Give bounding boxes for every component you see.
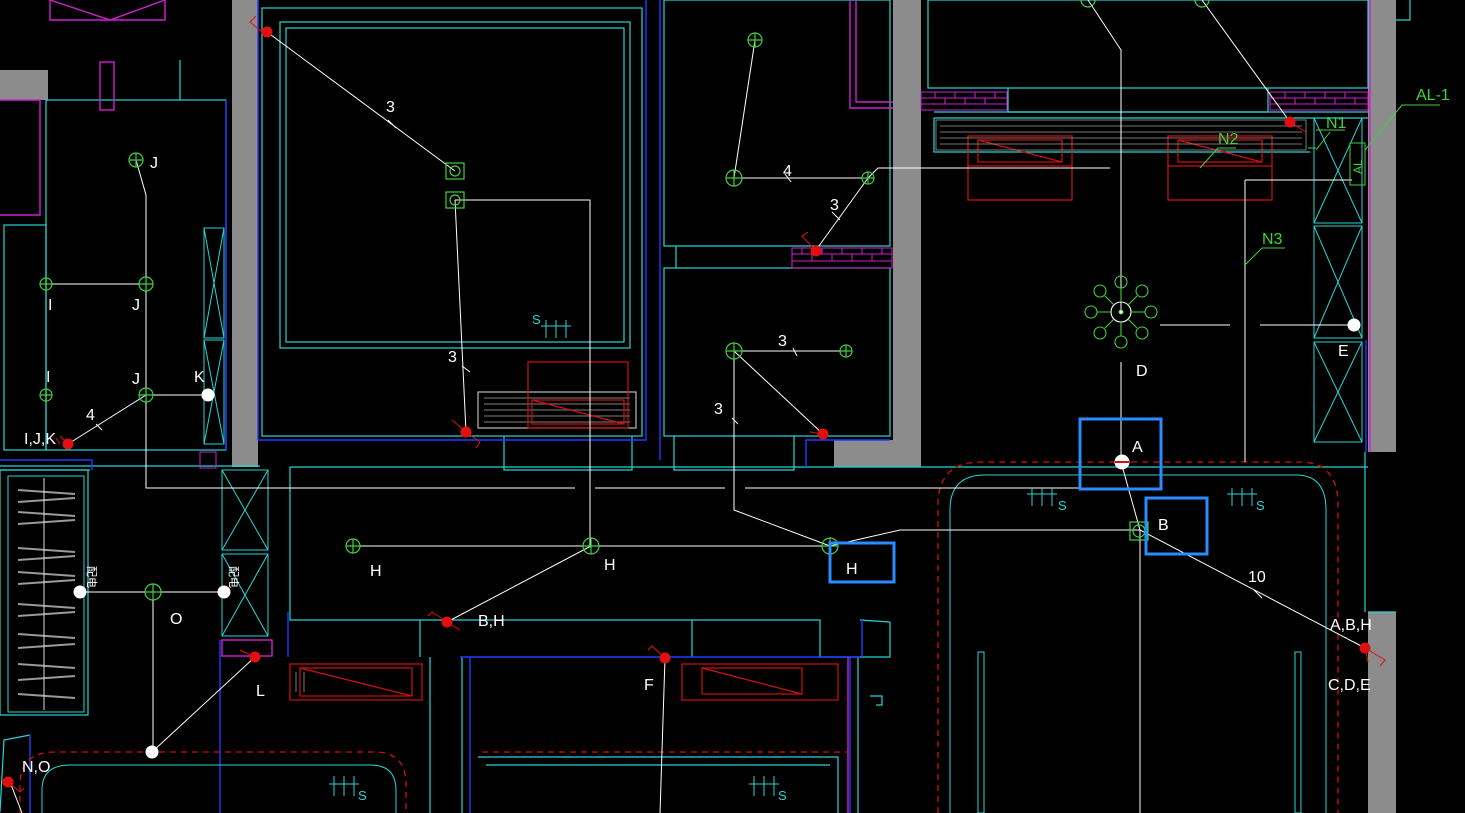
label-count-3-lower: 3	[778, 333, 787, 350]
label-tag-ijk: I,J,K	[24, 431, 56, 448]
parking-inner	[41, 474, 1327, 813]
label-circuit-i-2: I	[46, 369, 50, 386]
parking-outlines	[19, 461, 1339, 813]
sprinkler-symbols	[329, 320, 1257, 796]
label-sprinkler-4: S	[358, 788, 367, 803]
wall-outlines	[0, 0, 1411, 813]
label-count-3-right: 3	[830, 197, 839, 214]
light-fixture	[839, 344, 853, 358]
switch	[809, 428, 829, 440]
light-fixture	[1080, 0, 1096, 8]
light-fixtures	[39, 0, 1210, 601]
label-tag-cde: C,D,E	[1328, 677, 1371, 694]
switches	[2, 15, 1386, 793]
label-tag-n1: N1	[1326, 115, 1347, 132]
label-circuit-h-box: H	[846, 561, 858, 578]
panel-leaders	[1199, 104, 1440, 266]
label-circuit-l: L	[256, 683, 265, 700]
switch	[801, 231, 822, 257]
light-fixture	[144, 583, 162, 601]
ac-units	[289, 135, 1273, 701]
light-fixture	[138, 276, 154, 292]
light-fixture	[138, 387, 154, 403]
label-cn-left: 配电	[85, 566, 98, 588]
label-tag-n2: N2	[1218, 131, 1239, 148]
switch	[451, 419, 481, 449]
label-count-4-right: 4	[783, 163, 792, 180]
switch	[427, 611, 461, 631]
label-circuit-f: F	[644, 677, 654, 694]
label-sprinkler-1: S	[532, 312, 541, 327]
label-circuit-o: O	[170, 611, 182, 628]
light-fixture	[747, 32, 763, 48]
label-circuit-h-1: H	[370, 563, 382, 580]
label-cn-right: 配电	[227, 566, 240, 588]
label-sprinkler-2: S	[1058, 498, 1067, 513]
wire-tick-marks	[95, 119, 1263, 599]
light-fixture	[128, 152, 144, 168]
label-circuit-j-mid: J	[132, 297, 140, 314]
highlight-box-a[interactable]	[1078, 417, 1163, 491]
switch	[1359, 642, 1386, 667]
label-sprinkler-3: S	[1256, 498, 1265, 513]
switch	[249, 15, 273, 38]
label-panel-al: AL	[1351, 159, 1365, 174]
label-count-3-top: 3	[386, 99, 395, 116]
plan-labels: J I J I J K 4 I,J,K 3 3 4 3 3 3 H H H O …	[22, 87, 1450, 803]
label-count-4-left: 4	[86, 407, 95, 424]
light-fixture	[725, 169, 743, 187]
junction-boxes	[73, 318, 1361, 759]
light-fixture	[861, 171, 875, 185]
light-fixture	[582, 537, 600, 555]
highlight-box-h[interactable]	[828, 541, 896, 584]
light-fixture	[445, 162, 465, 180]
stair-steps	[7, 475, 85, 713]
label-sprinkler-5: S	[778, 788, 787, 803]
label-circuit-k: K	[194, 369, 205, 386]
switch	[647, 645, 671, 664]
highlight-box-b[interactable]	[1144, 496, 1209, 556]
switch	[2, 776, 25, 793]
label-tag-bh: B,H	[478, 613, 505, 630]
label-circuit-e: E	[1338, 343, 1349, 360]
highlight-boxes[interactable]	[828, 417, 1209, 584]
chandelier-fixture	[1084, 275, 1158, 349]
structural-walls	[0, 0, 1396, 813]
switch	[55, 435, 74, 450]
label-circuit-h-2: H	[604, 557, 616, 574]
magenta-lines	[0, 0, 1371, 813]
light-fixture	[725, 342, 743, 360]
light-fixture	[39, 388, 53, 402]
label-count-3-mid: 3	[448, 349, 457, 366]
label-count-3-lower2: 3	[714, 401, 723, 418]
masonry-bands	[199, 91, 1369, 469]
label-circuit-d: D	[1136, 363, 1148, 380]
wiring	[9, 0, 1366, 813]
label-circuit-i-1: I	[48, 297, 52, 314]
label-circuit-j-low: J	[132, 371, 140, 388]
label-panel-al1: AL-1	[1416, 87, 1450, 104]
light-fixture	[445, 191, 465, 209]
label-count-10: 10	[1248, 569, 1266, 586]
blue-wall-lines	[0, 0, 1367, 813]
label-tag-n3: N3	[1262, 231, 1283, 248]
switch	[1284, 116, 1307, 133]
label-circuit-j-top: J	[150, 155, 158, 172]
label-tag-abh: A,B,H	[1330, 617, 1372, 634]
light-fixture	[1194, 0, 1210, 8]
label-box-a: A	[1132, 439, 1143, 456]
light-fixture	[345, 538, 361, 554]
label-tag-no: N,O	[22, 759, 50, 776]
label-box-b: B	[1158, 517, 1169, 534]
light-fixture	[39, 277, 53, 291]
switch	[239, 649, 261, 663]
